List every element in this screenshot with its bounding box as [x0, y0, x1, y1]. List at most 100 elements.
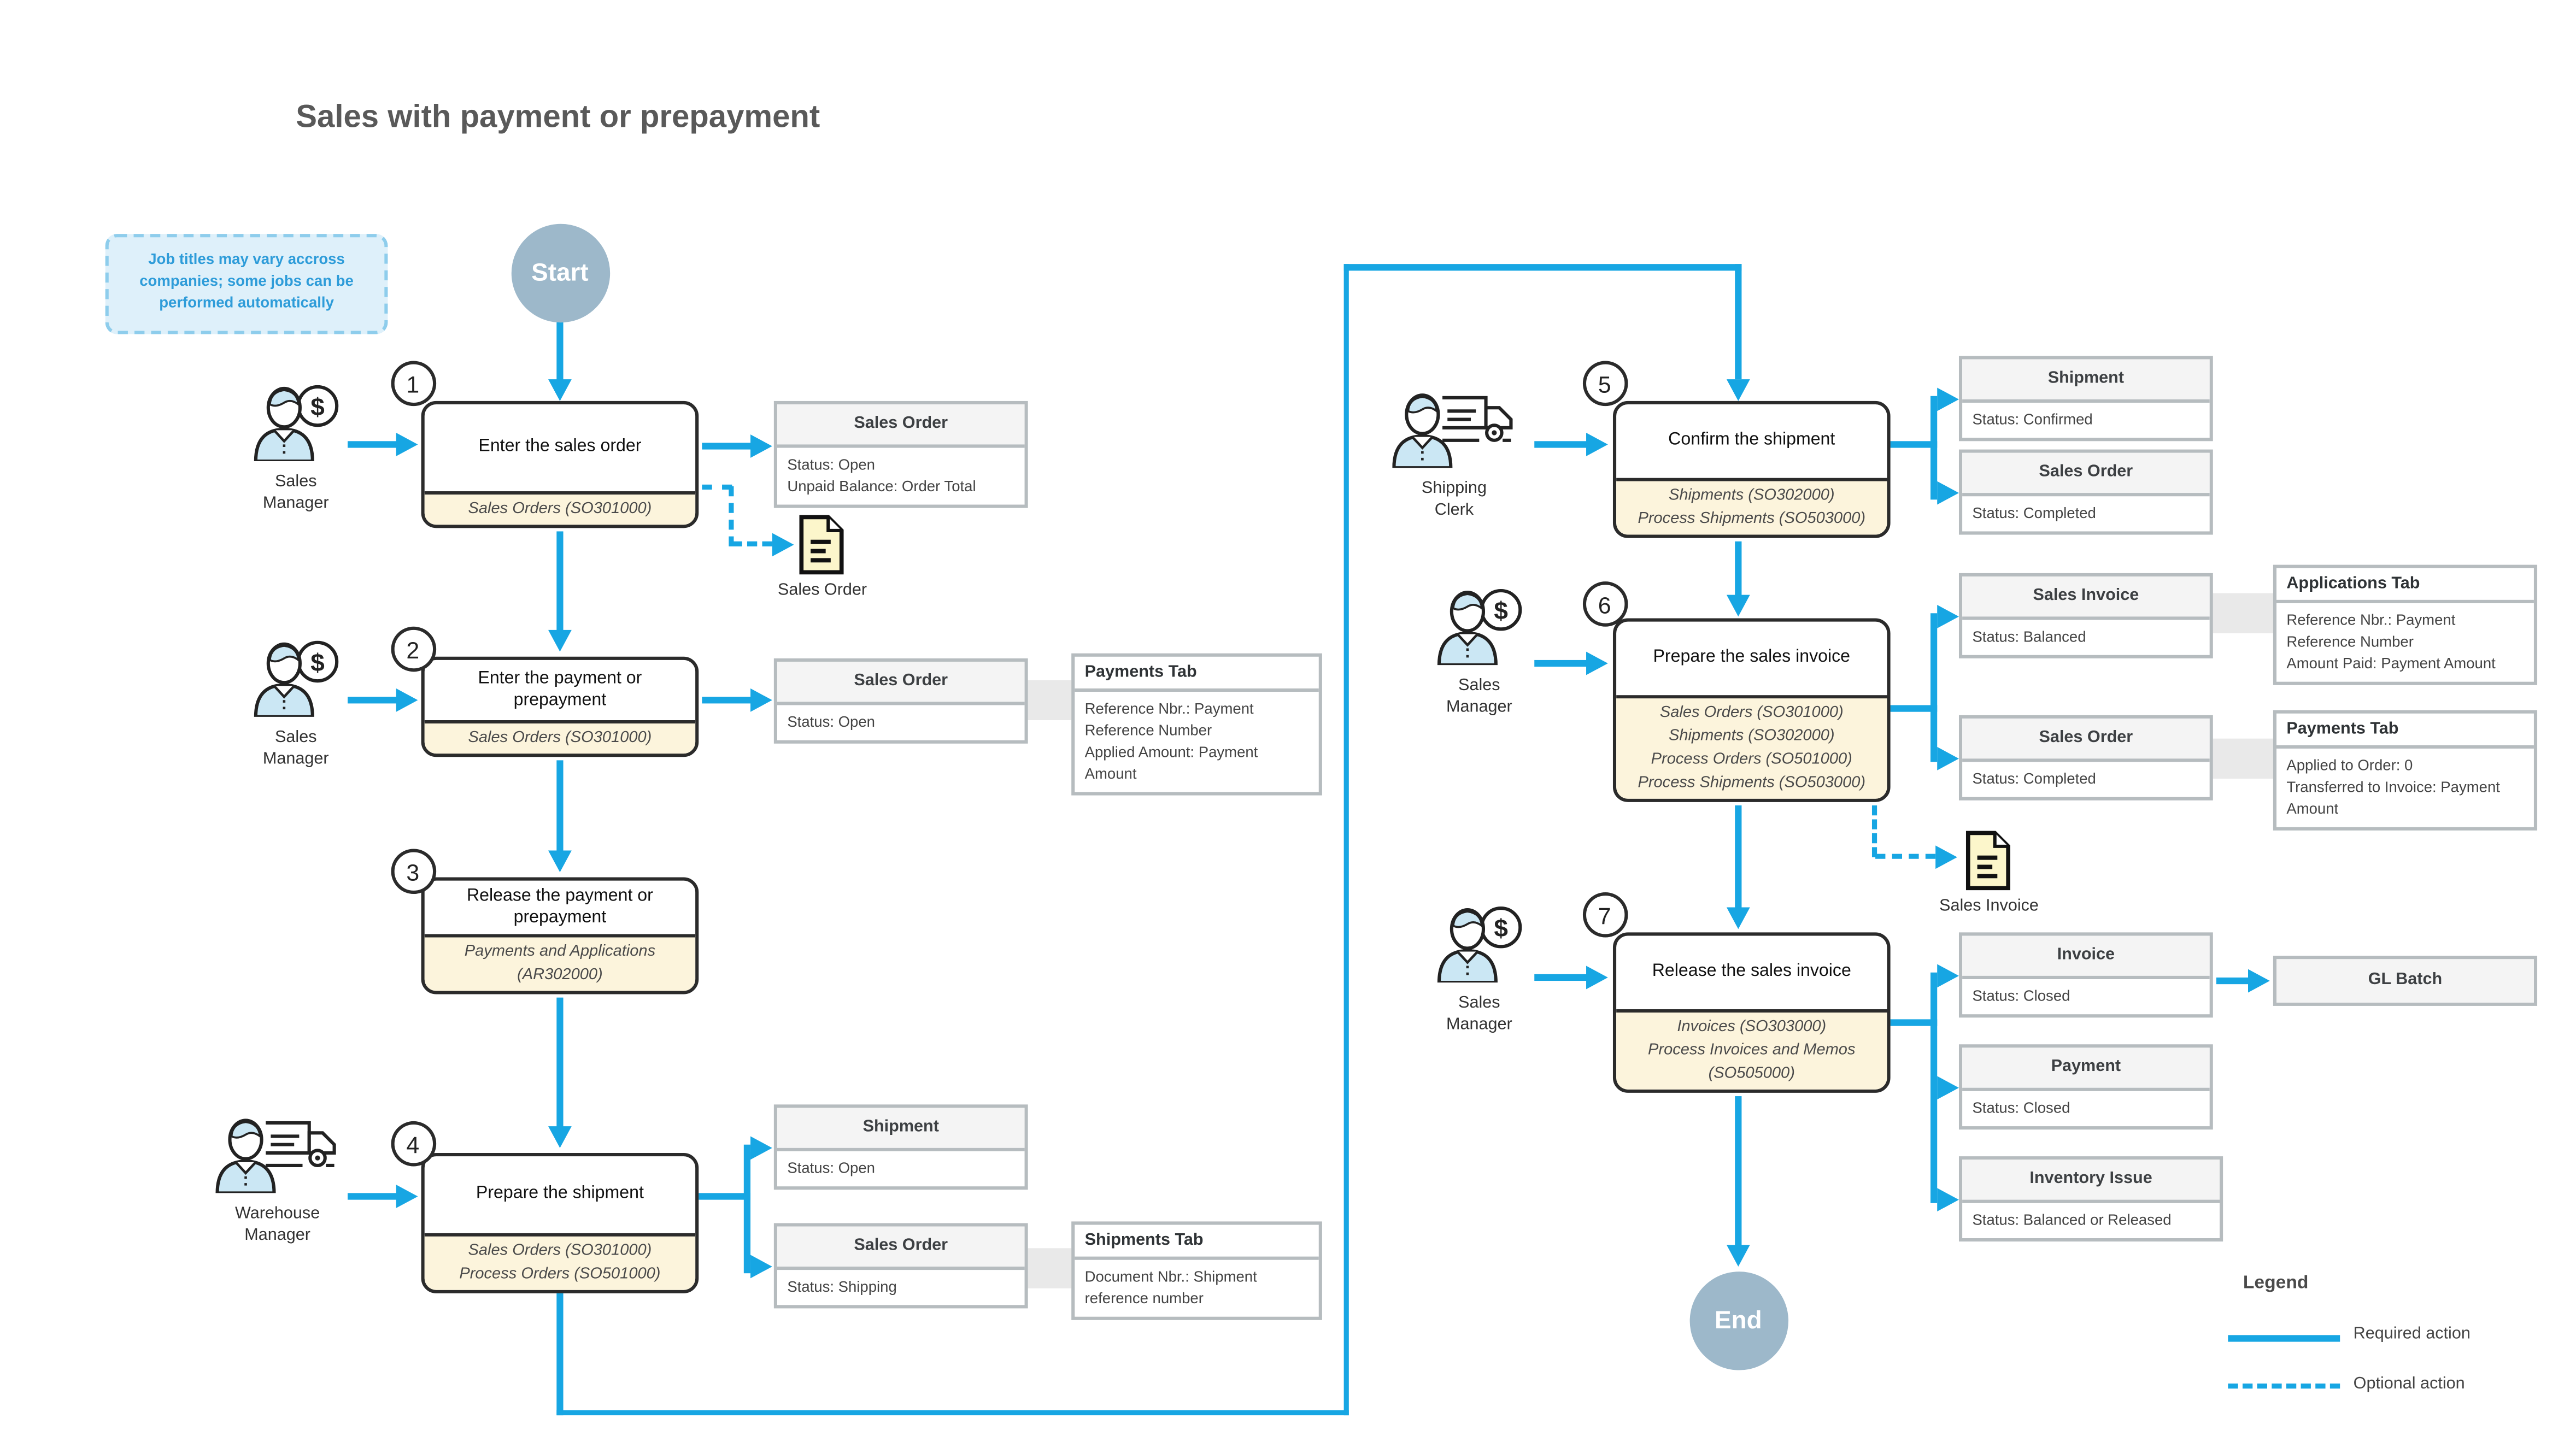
- actor-sales-manager: $ Sales Manager: [244, 640, 348, 770]
- info-title: Payment: [1962, 1047, 2210, 1091]
- actor-sales-manager: $ Sales Manager: [1428, 905, 1531, 1036]
- step-title: Enter the sales order: [478, 437, 642, 457]
- info-box-invoice-7: Invoice Status: Closed: [1958, 932, 2213, 1018]
- info-body: Status: Open Unpaid Balance: Order Total: [777, 448, 1025, 505]
- tab-body: Document Nbr.: Shipment reference number: [1075, 1260, 1318, 1317]
- info-body: Status: Completed: [1962, 762, 2210, 797]
- document-label: Sales Order: [777, 581, 867, 600]
- info-box-sales-order-1: Sales Order Status: Open Unpaid Balance:…: [773, 401, 1028, 508]
- flow-line: [348, 697, 398, 703]
- step-screens: Sales Orders (SO301000) Shipments (SO302…: [1616, 695, 1887, 799]
- flow-arrowhead: [1937, 604, 1959, 628]
- end-node: End: [1689, 1270, 1788, 1370]
- step-number-5: 5: [1582, 360, 1627, 405]
- flow-arrowhead: [548, 379, 572, 401]
- flow-arrowhead: [548, 1126, 572, 1148]
- info-title: Invoice: [1962, 935, 2210, 979]
- tab-connector: [2209, 593, 2276, 633]
- screen-ref: Process Invoices and Memos (SO505000): [1648, 1041, 1856, 1083]
- optional-flow-line: [729, 486, 734, 546]
- actor-sales-manager: $ Sales Manager: [1428, 588, 1531, 719]
- flow-arrowhead: [1935, 845, 1957, 869]
- flow-arrowhead: [1726, 595, 1750, 617]
- actor-label: Sales Manager: [262, 728, 329, 768]
- svg-text:$: $: [310, 648, 325, 676]
- flow-line: [1534, 660, 1588, 666]
- step-title: Confirm the shipment: [1668, 430, 1835, 450]
- flow-arrowhead: [750, 1136, 772, 1160]
- step-box-confirm-shipment: Confirm the shipment Shipments (SO302000…: [1612, 401, 1891, 538]
- note-callout: Job titles may vary accross companies; s…: [105, 234, 388, 334]
- flow-arrowhead: [1937, 964, 1959, 988]
- svg-text:$: $: [1494, 914, 1508, 942]
- info-title: Sales Order: [777, 1226, 1025, 1270]
- flow-line: [1343, 264, 1741, 270]
- info-line: Transferred to Invoice: Payment Amount: [2286, 779, 2500, 817]
- flow-line: [1735, 1096, 1741, 1247]
- screen-ref: Shipments (SO302000): [1668, 486, 1835, 505]
- flow-arrowhead: [1937, 481, 1959, 505]
- flow-arrowhead: [1937, 746, 1959, 770]
- flow-arrowhead: [548, 629, 572, 652]
- actor-label: Sales Manager: [1446, 676, 1512, 716]
- step-title: Release the sales invoice: [1652, 961, 1851, 982]
- step-screens: Sales Orders (SO301000) Process Orders (…: [424, 1233, 696, 1290]
- info-line: Status: Balanced or Released: [1972, 1211, 2172, 1228]
- flow-line: [1930, 396, 1937, 500]
- info-title: Sales Order: [1962, 452, 2210, 497]
- info-line: Status: Balanced: [1972, 628, 2086, 645]
- tab-box-payments-tab-6: Payments Tab Applied to Order: 0 Transfe…: [2273, 710, 2538, 831]
- screen-ref: Payments and Applications (AR302000): [464, 942, 656, 985]
- step-title: Enter the payment or prepayment: [478, 668, 642, 710]
- info-box-shipment-4: Shipment Status: Open: [773, 1104, 1028, 1190]
- flow-line: [1890, 705, 1938, 711]
- screen-ref: Sales Orders (SO301000): [468, 499, 652, 518]
- flow-line: [702, 443, 753, 449]
- info-body: Status: Balanced or Released: [1962, 1203, 2220, 1238]
- info-box-sales-order-2: Sales Order Status: Open: [773, 658, 1028, 744]
- flow-arrowhead: [1726, 1245, 1750, 1267]
- tab-title: Payments Tab: [2276, 714, 2534, 749]
- info-box-sales-order-5: Sales Order Status: Completed: [1958, 449, 2213, 535]
- flow-arrowhead: [750, 1255, 772, 1279]
- start-node: Start: [510, 223, 609, 322]
- info-box-sales-invoice-6: Sales Invoice Status: Balanced: [1958, 573, 2213, 658]
- info-title: Sales Invoice: [1962, 576, 2210, 620]
- legend-label-required: Required action: [2353, 1325, 2471, 1344]
- flow-line: [556, 321, 563, 381]
- info-line: Status: Confirmed: [1972, 411, 2093, 428]
- info-line: Reference Nbr.: Payment Reference Number: [1084, 700, 1254, 739]
- legend-title: Legend: [2243, 1273, 2309, 1293]
- info-body: Status: Open: [777, 705, 1025, 740]
- flow-arrowhead: [1586, 966, 1608, 990]
- actor-shipping-clerk: Shipping Clerk: [1387, 391, 1521, 522]
- flow-line: [1534, 441, 1588, 448]
- optional-flow-line: [1871, 805, 1877, 857]
- person-dollar-icon: $: [254, 640, 339, 719]
- info-body: Status: Closed: [1962, 1091, 2210, 1126]
- screen-ref: Sales Orders (SO301000): [468, 728, 652, 747]
- flow-arrowhead: [1937, 1076, 1959, 1100]
- flow-arrowhead: [1937, 387, 1959, 411]
- screen-ref: Shipments (SO302000): [1668, 727, 1835, 745]
- document-label: Sales Invoice: [1939, 897, 2039, 916]
- legend-solid-line: [2228, 1335, 2340, 1341]
- flow-line: [1735, 264, 1741, 380]
- info-line: Amount Paid: Payment Amount: [2286, 655, 2496, 672]
- info-title: Inventory Issue: [1962, 1160, 2220, 1203]
- step-box-enter-sales-order: Enter the sales order Sales Orders (SO30…: [421, 401, 699, 528]
- step-screens: Sales Orders (SO301000): [424, 720, 696, 754]
- info-title: Shipment: [777, 1108, 1025, 1151]
- info-box-sales-order-6: Sales Order Status: Completed: [1958, 715, 2213, 801]
- step-title: Release the payment or prepayment: [466, 885, 653, 928]
- flow-arrowhead: [396, 688, 418, 712]
- tab-box-payments-tab: Payments Tab Reference Nbr.: Payment Ref…: [1071, 653, 1322, 796]
- step-screens: Payments and Applications (AR302000): [424, 934, 696, 991]
- page-title: Sales with payment or prepayment: [296, 100, 820, 136]
- step-box-prepare-shipment: Prepare the shipment Sales Orders (SO301…: [421, 1153, 699, 1293]
- tab-body: Reference Nbr.: Payment Reference Number…: [1075, 692, 1318, 792]
- info-body: Status: Completed: [1962, 496, 2210, 531]
- optional-flow-line: [1875, 854, 1936, 859]
- flow-line: [1735, 805, 1741, 909]
- flow-line: [348, 1193, 398, 1199]
